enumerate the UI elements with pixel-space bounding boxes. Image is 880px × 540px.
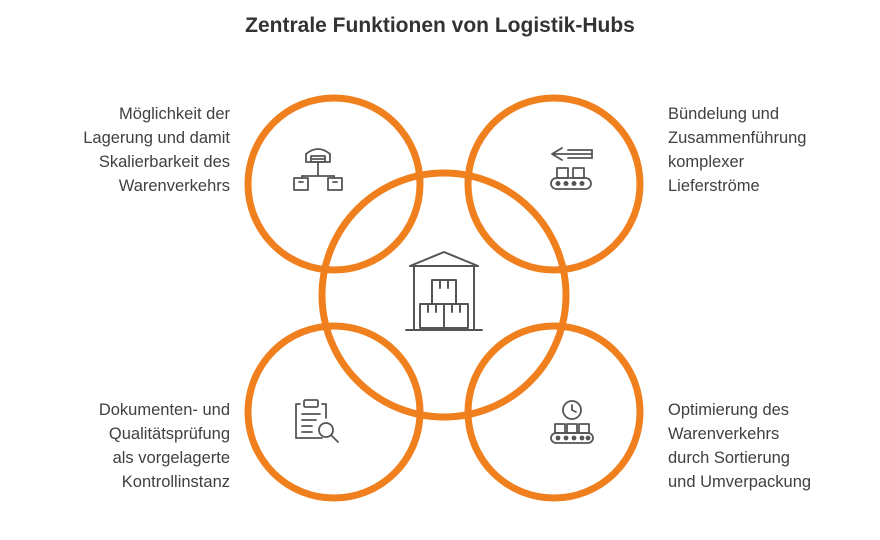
label-line: komplexer bbox=[668, 153, 745, 171]
label-line: Skalierbarkeit des bbox=[98, 153, 230, 171]
label-line: und Umverpackung bbox=[668, 473, 812, 491]
clipboard-search-icon bbox=[295, 399, 339, 443]
label-line: Zusammenführung bbox=[668, 129, 807, 147]
label-top-right: Bündelung und Zusammenführung komplexer … bbox=[668, 102, 868, 198]
label-line: Möglichkeit der bbox=[119, 105, 230, 123]
label-bottom-right: Optimierung des Warenverkehrs durch Sort… bbox=[668, 398, 868, 494]
label-line: Optimierung des bbox=[668, 401, 790, 419]
label-line: als vorgelagerte bbox=[112, 449, 230, 467]
label-line: Bündelung und bbox=[668, 105, 780, 123]
label-top-left: Möglichkeit der Lagerung und damit Skali… bbox=[20, 102, 230, 198]
label-line: Lieferströme bbox=[668, 177, 760, 195]
label-line: durch Sortierung bbox=[668, 449, 790, 467]
conveyor-clock-icon bbox=[550, 400, 594, 444]
warehouse-network-icon bbox=[293, 148, 343, 191]
ring-top-right bbox=[464, 94, 644, 274]
label-line: Kontrollinstanz bbox=[121, 473, 230, 491]
warehouse-boxes-icon bbox=[405, 251, 483, 331]
label-bottom-left: Dokumenten- und Qualitätsprüfung als vor… bbox=[20, 398, 230, 494]
label-line: Warenverkehrs bbox=[668, 425, 780, 443]
conveyor-arrow-icon bbox=[550, 147, 593, 190]
ring-top-left bbox=[244, 94, 424, 274]
diagram-title: Zentrale Funktionen von Logistik-Hubs bbox=[245, 14, 635, 37]
label-line: Dokumenten- und bbox=[98, 401, 230, 419]
label-line: Lagerung und damit bbox=[83, 129, 230, 147]
label-line: Qualitätsprüfung bbox=[108, 425, 230, 443]
label-line: Warenverkehrs bbox=[118, 177, 230, 195]
ring-center bbox=[318, 169, 570, 421]
